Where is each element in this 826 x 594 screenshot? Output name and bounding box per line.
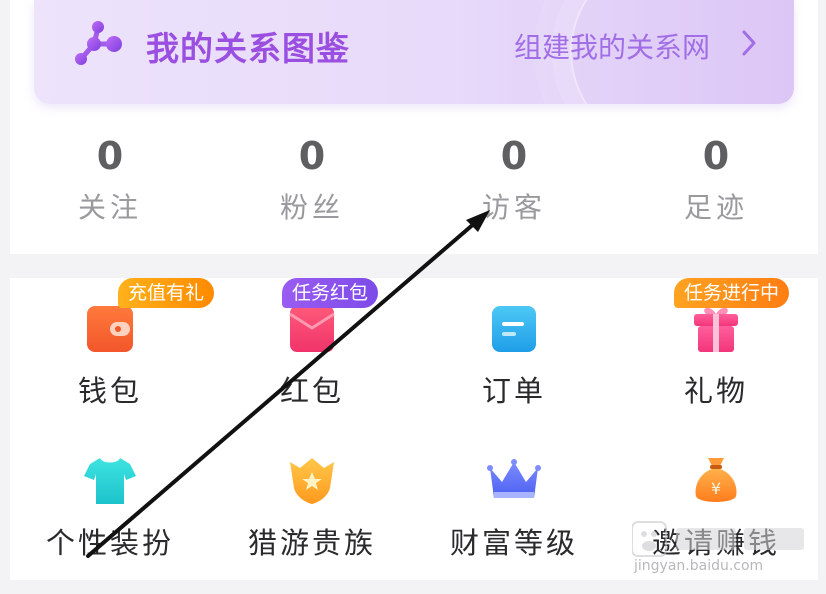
grid-item-dress-up[interactable]: 个性装扮 [10,430,210,570]
grid-item-order[interactable]: 订单 [414,278,614,418]
stats-row: 0 关注 0 粉丝 0 访客 0 足迹 [10,132,818,232]
grid-item-label: 订单 [481,374,546,408]
grid-item-gift[interactable]: 任务进行中 礼物 [616,278,816,418]
grid-item-label: 钱包 [77,374,142,408]
stat-value: 0 [500,134,528,178]
grid-item-label: 个性装扮 [45,526,174,560]
grid-item-wallet[interactable]: 充值有礼 钱包 [10,278,215,418]
stat-visitors[interactable]: 0 访客 [444,132,584,226]
stat-label: 关注 [77,191,142,224]
tshirt-icon [84,458,136,504]
grid-item-label: 礼物 [683,374,748,408]
stat-label: 粉丝 [279,191,344,224]
wallet-icon [87,306,133,352]
noble-shield-icon [290,458,334,504]
grid-item-label: 邀请赚钱 [651,526,780,560]
feature-grid: 充值有礼 钱包 任务红包 红包 [10,278,818,580]
banner-title: 我的关系图鉴 [146,29,350,68]
stat-value: 0 [298,134,326,178]
build-relation-link[interactable]: 组建我的关系网 [514,31,711,64]
banner-decoration [570,0,794,104]
stat-label: 足迹 [683,191,748,224]
stat-footprints[interactable]: 0 足迹 [646,132,786,226]
task-progress-badge: 任务进行中 [674,278,790,308]
stat-label: 访客 [481,191,546,224]
stat-followers[interactable]: 0 粉丝 [242,132,382,226]
relation-map-banner[interactable]: 我的关系图鉴 组建我的关系网 [34,0,794,104]
stat-following[interactable]: 0 关注 [40,132,180,226]
gift-icon [694,307,738,352]
grid-item-label: 财富等级 [449,526,578,560]
chevron-right-icon [742,30,756,56]
grid-item-invite-earn[interactable]: ¥ 邀请赚钱 [616,430,816,570]
relation-nodes-icon [75,21,122,65]
money-bag-icon: ¥ [695,458,737,502]
promo-badge: 充值有礼 [118,278,215,308]
task-badge: 任务红包 [282,278,379,308]
grid-item-wealth-level[interactable]: 财富等级 [414,430,614,570]
grid-item-label: 红包 [279,374,344,408]
stat-value: 0 [96,134,124,178]
crown-icon [487,459,541,498]
grid-item-label: 猎游贵族 [247,526,376,560]
order-icon [492,306,536,352]
stat-value: 0 [702,134,730,178]
grid-item-red-envelope[interactable]: 任务红包 红包 [212,278,412,418]
svg-text:¥: ¥ [711,479,721,498]
red-envelope-icon [289,306,335,352]
grid-item-noble[interactable]: 猎游贵族 [212,430,412,570]
profile-top-panel: 我的关系图鉴 组建我的关系网 0 关注 0 粉丝 0 访客 0 足迹 [10,0,818,254]
